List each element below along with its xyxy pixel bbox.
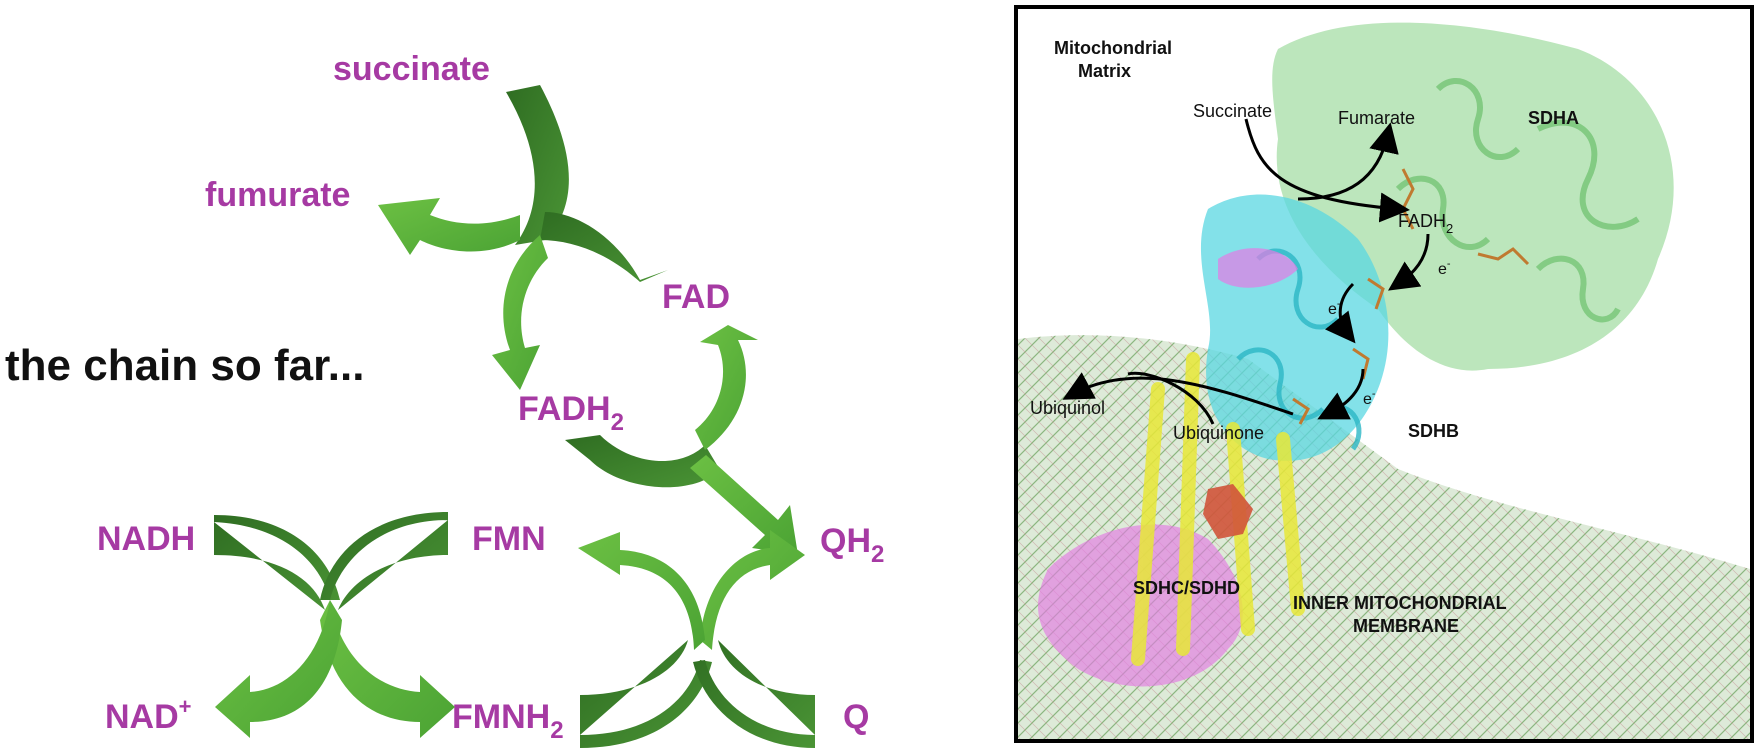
label-mitochondrial-matrix-2: Matrix bbox=[1078, 61, 1131, 81]
label-ubiquinol: Ubiquinol bbox=[1030, 398, 1105, 418]
label-fad: FAD bbox=[662, 278, 730, 316]
label-nadh: NADH bbox=[97, 520, 195, 558]
chain-diagram-svg: the chain so far... succinate fumurate F… bbox=[5, 50, 884, 748]
label-qh2: QH2 bbox=[820, 522, 884, 568]
arrow-fmnh2-to-crossing bbox=[580, 640, 712, 748]
label-q: Q bbox=[843, 698, 869, 736]
arrow-crossing-to-fumurate bbox=[378, 198, 520, 255]
reaction-arrows bbox=[1062, 118, 1430, 425]
arrow-nadh-to-crossing bbox=[214, 515, 340, 610]
arrow-branch-to-qh2 bbox=[690, 455, 798, 555]
label-sdha: SDHA bbox=[1528, 108, 1579, 128]
heme-group bbox=[1203, 484, 1253, 539]
label-inner-membrane-2: MEMBRANE bbox=[1353, 616, 1459, 636]
sdha-helices bbox=[1395, 78, 1640, 323]
label-fadh2-3d: FADH2 bbox=[1398, 211, 1453, 236]
arrow-fmn-to-crossing bbox=[320, 512, 448, 610]
arrow-crossing-to-qh2 bbox=[700, 530, 805, 650]
arrow-crossing-to-fmn bbox=[578, 532, 705, 650]
label-inner-membrane-1: INNER MITOCHONDRIAL bbox=[1293, 593, 1507, 613]
arrow-crossing-to-fmnh2 bbox=[320, 600, 455, 738]
label-electron-3: e- bbox=[1363, 388, 1376, 408]
protein-structure-panel: Mitochondrial Matrix Succinate Fumarate … bbox=[1014, 5, 1754, 743]
label-ubiquinone: Ubiquinone bbox=[1173, 423, 1264, 443]
label-fadh2: FADH2 bbox=[518, 390, 624, 436]
arrow-crossing-to-nad bbox=[215, 600, 342, 738]
protein-structure-svg: Mitochondrial Matrix Succinate Fumarate … bbox=[1018, 22, 1750, 739]
arrow-q-to-crossing bbox=[693, 640, 815, 748]
arrow-succinate-to-crossing bbox=[506, 85, 569, 245]
label-succinate: succinate bbox=[333, 50, 490, 88]
label-electron-1: e- bbox=[1438, 258, 1451, 278]
label-fumurate: fumurate bbox=[205, 176, 350, 214]
arrow-crossing-to-fadh2 bbox=[492, 235, 548, 390]
arrow-crossing-to-fad bbox=[695, 325, 758, 450]
label-fumarate-3d: Fumarate bbox=[1338, 108, 1415, 128]
label-succinate-3d: Succinate bbox=[1193, 101, 1272, 121]
chain-diagram: the chain so far... succinate fumurate F… bbox=[5, 50, 884, 748]
sdhc-upper-helix bbox=[1218, 248, 1298, 288]
label-nad-plus: NAD+ bbox=[105, 694, 192, 736]
label-fmnh2: FMNH2 bbox=[452, 698, 564, 744]
label-sdhb: SDHB bbox=[1408, 421, 1459, 441]
label-sdhc-sdhd: SDHC/SDHD bbox=[1133, 578, 1240, 598]
chain-heading: the chain so far... bbox=[5, 341, 364, 390]
label-fmn: FMN bbox=[472, 520, 546, 558]
label-mitochondrial-matrix-1: Mitochondrial bbox=[1054, 38, 1172, 58]
arrow-fadh2-to-crossing bbox=[565, 435, 720, 488]
arrow-fad-to-crossing bbox=[540, 212, 668, 282]
label-electron-2: e- bbox=[1328, 298, 1341, 318]
